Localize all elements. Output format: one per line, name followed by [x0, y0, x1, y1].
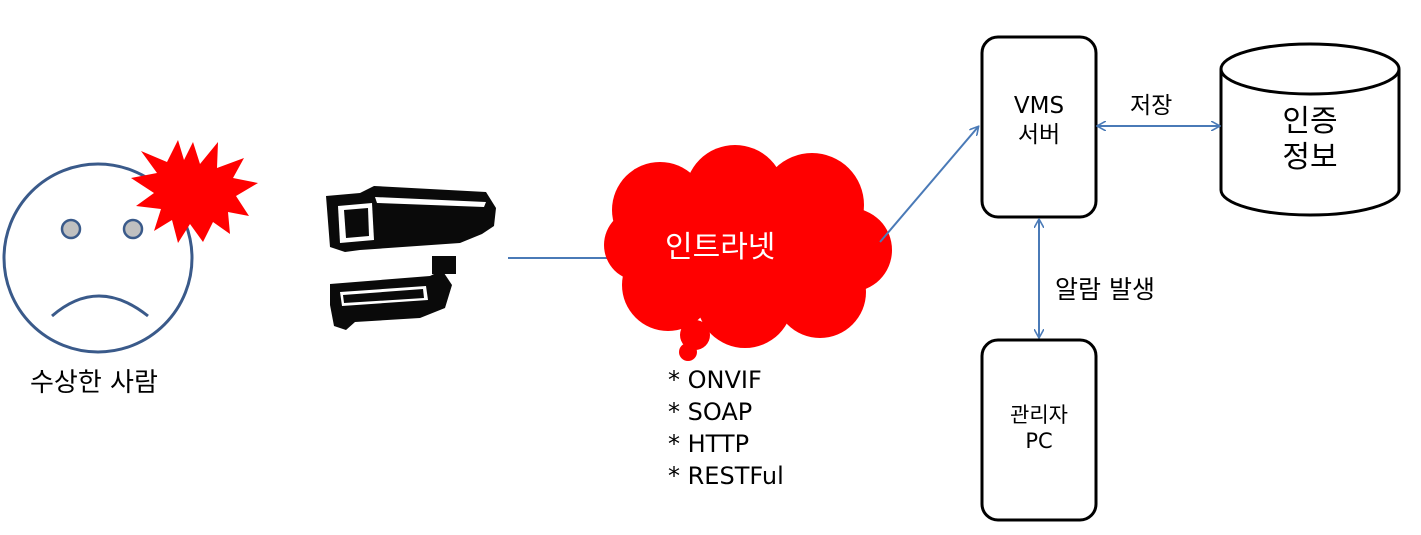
- cctv-camera-icon: [326, 186, 496, 330]
- person-label: 수상한 사람: [30, 368, 158, 398]
- alarm-label: 알람 발생: [1055, 275, 1155, 304]
- admin-pc-box: [980, 338, 1098, 522]
- intranet-label: 인트라넷: [665, 230, 776, 265]
- protocol-list: * ONVIF * SOAP * HTTP * RESTFul: [668, 364, 784, 492]
- protocol-item: * ONVIF: [668, 366, 762, 394]
- vms-server-line2: 서버: [1017, 121, 1061, 148]
- auth-db-line1: 인증: [1282, 104, 1338, 139]
- intranet-cloud: [604, 145, 892, 361]
- protocol-item: * RESTFul: [668, 462, 784, 490]
- admin-pc-label: 관리자 PC: [982, 402, 1096, 455]
- auth-db-label: 인증 정보: [1221, 104, 1399, 176]
- admin-pc-line1: 관리자: [1010, 403, 1068, 427]
- vms-server-line1: VMS: [1013, 93, 1065, 119]
- store-label: 저장: [1130, 93, 1173, 119]
- alert-burst-icon: [131, 140, 258, 243]
- intranet-vms-link: [879, 127, 978, 243]
- sad-face-icon: [2, 162, 194, 354]
- database-icon: [1219, 42, 1401, 217]
- vms-server-label: VMS 서버: [982, 92, 1096, 150]
- protocol-item: * HTTP: [668, 430, 750, 458]
- protocol-item: * SOAP: [668, 398, 753, 426]
- admin-pc-line2: PC: [1025, 429, 1053, 454]
- auth-db-line2: 정보: [1282, 140, 1338, 175]
